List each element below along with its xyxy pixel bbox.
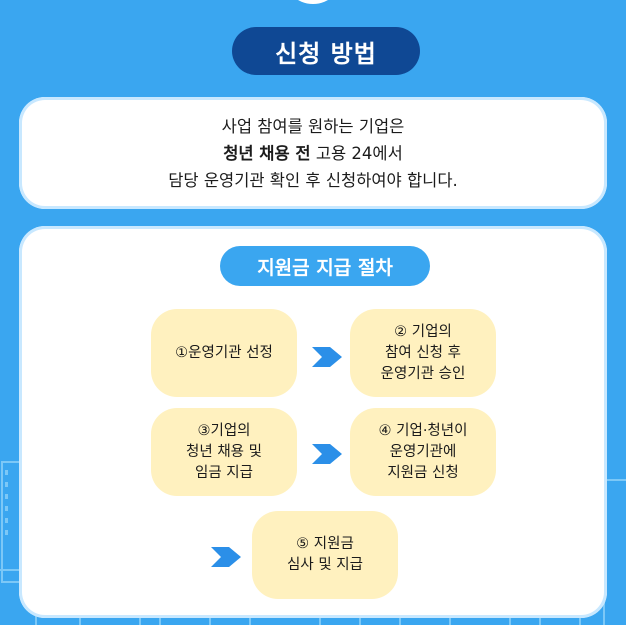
step-2-line-2: 참여 신청 후 (385, 344, 461, 361)
info-emphasis: 청년 채용 전 (223, 143, 311, 163)
step-4-line-1: ④ 기업·청년이 (378, 422, 468, 439)
arrow-right-icon (312, 444, 342, 464)
step-5-box: ⑤ 지원금 심사 및 지급 (252, 511, 398, 599)
step-4-line-3: 지원금 신청 (387, 464, 459, 481)
procedure-title: 지원금 지급 절차 (220, 246, 430, 286)
step-5-line-2: 심사 및 지급 (287, 557, 363, 573)
step-2-line-3: 운영기관 승인 (380, 365, 466, 382)
step-3-line-1: ③기업의 (197, 422, 251, 439)
top-badge (283, 0, 343, 4)
step-3-box: ③기업의 청년 채용 및 임금 지급 (151, 408, 297, 496)
arrow-right-icon (312, 347, 342, 367)
step-1-box: ①운영기관 선정 (151, 309, 297, 397)
info-line-3: 담당 운영기관 확인 후 신청하여야 합니다. (168, 170, 458, 190)
step-3-line-2: 청년 채용 및 (186, 443, 262, 460)
step-3-line-3: 임금 지급 (195, 464, 253, 481)
city-background-illustration (0, 461, 626, 625)
info-line-2: 청년 채용 전 고용 24에서 (223, 140, 403, 167)
info-line-1: 사업 참여를 원하는 기업은 (221, 116, 405, 136)
step-1-line-1: ①운영기관 선정 (175, 344, 273, 361)
info-line-2-rest: 고용 24에서 (310, 143, 403, 163)
arrow-right-icon (211, 547, 241, 567)
info-box: 사업 참여를 원하는 기업은 청년 채용 전 고용 24에서 담당 운영기관 확… (19, 97, 607, 209)
section-title: 신청 방법 (232, 27, 420, 75)
step-2-line-1: ② 기업의 (394, 323, 452, 340)
step-4-line-2: 운영기관에 (389, 443, 457, 460)
step-4-box: ④ 기업·청년이 운영기관에 지원금 신청 (350, 408, 496, 496)
procedure-panel: 지원금 지급 절차 ①운영기관 선정 ② 기업의 참여 신청 후 운영기관 승인… (19, 226, 607, 618)
step-5-line-1: ⑤ 지원금 (296, 536, 354, 552)
step-2-box: ② 기업의 참여 신청 후 운영기관 승인 (350, 309, 496, 397)
